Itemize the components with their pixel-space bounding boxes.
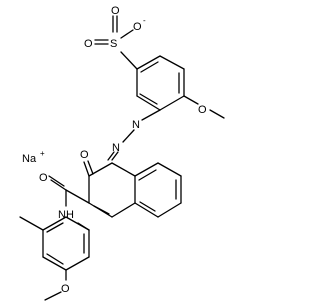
upper-methoxy-group: O xyxy=(183,95,225,119)
upper-methoxy-oxygen-label: O xyxy=(198,104,207,116)
chemical-structure: S O O O - O N N xyxy=(19,5,225,301)
hydrazone-linkage: N N xyxy=(107,109,161,161)
ring-carbonyl-oxygen-label: O xyxy=(80,149,89,161)
lower-methoxy-group: O xyxy=(44,269,70,301)
lower-methoxy-oxygen-label: O xyxy=(61,283,70,295)
naphthalene-core xyxy=(88,162,182,218)
hydrazone-nitrogen-upper-label: N xyxy=(132,119,140,131)
hydrazone-nitrogen-lower-label: N xyxy=(112,142,120,154)
sodium-counterion: Na + xyxy=(22,149,45,165)
lower-aryl-ring xyxy=(42,216,90,271)
sulfonate-negative-charge: - xyxy=(143,16,146,25)
amide-oxygen-label: O xyxy=(39,172,48,184)
upper-benzene-ring xyxy=(136,55,185,111)
sulfonate-group: S O O O - xyxy=(84,5,146,70)
sulfonate-oxygen-charged-label: O xyxy=(133,21,142,33)
methyl-group xyxy=(19,216,44,231)
ring-carbonyl-group: O xyxy=(80,149,94,177)
amide-group: O NH xyxy=(39,172,90,221)
sodium-positive-charge: + xyxy=(40,149,45,158)
sulfur-label: S xyxy=(110,38,117,50)
sulfonate-oxygen-top-label: O xyxy=(111,5,120,17)
sulfonate-oxygen-left-label: O xyxy=(84,38,93,50)
amide-nh-label: NH xyxy=(58,209,74,221)
sodium-label: Na xyxy=(22,153,37,165)
